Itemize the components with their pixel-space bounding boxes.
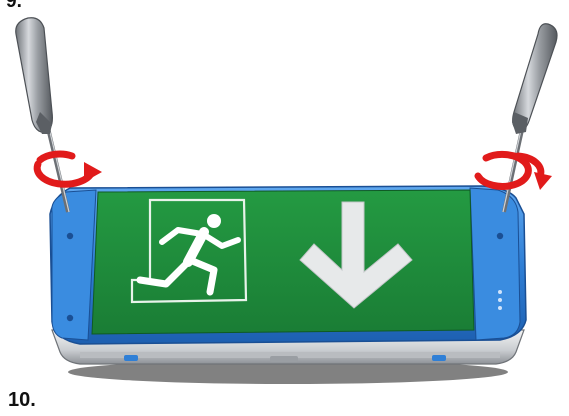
indicator-dot-2 [498,298,502,302]
screw-hole-left-bottom [67,315,73,321]
foot-clip-left [124,355,138,361]
screw-hole-left-top [67,233,73,239]
screw-hole-right-top [497,233,503,239]
indicator-dot-1 [498,290,502,294]
rotate-arrow-left-icon [37,154,102,184]
foot-clip-center [270,356,298,362]
step-number-bottom: 10. [8,389,36,412]
indicator-dot-3 [498,306,502,310]
sign-panel [92,190,474,334]
rotate-arrow-right-icon [478,154,552,190]
foot-clip-right [432,355,446,361]
